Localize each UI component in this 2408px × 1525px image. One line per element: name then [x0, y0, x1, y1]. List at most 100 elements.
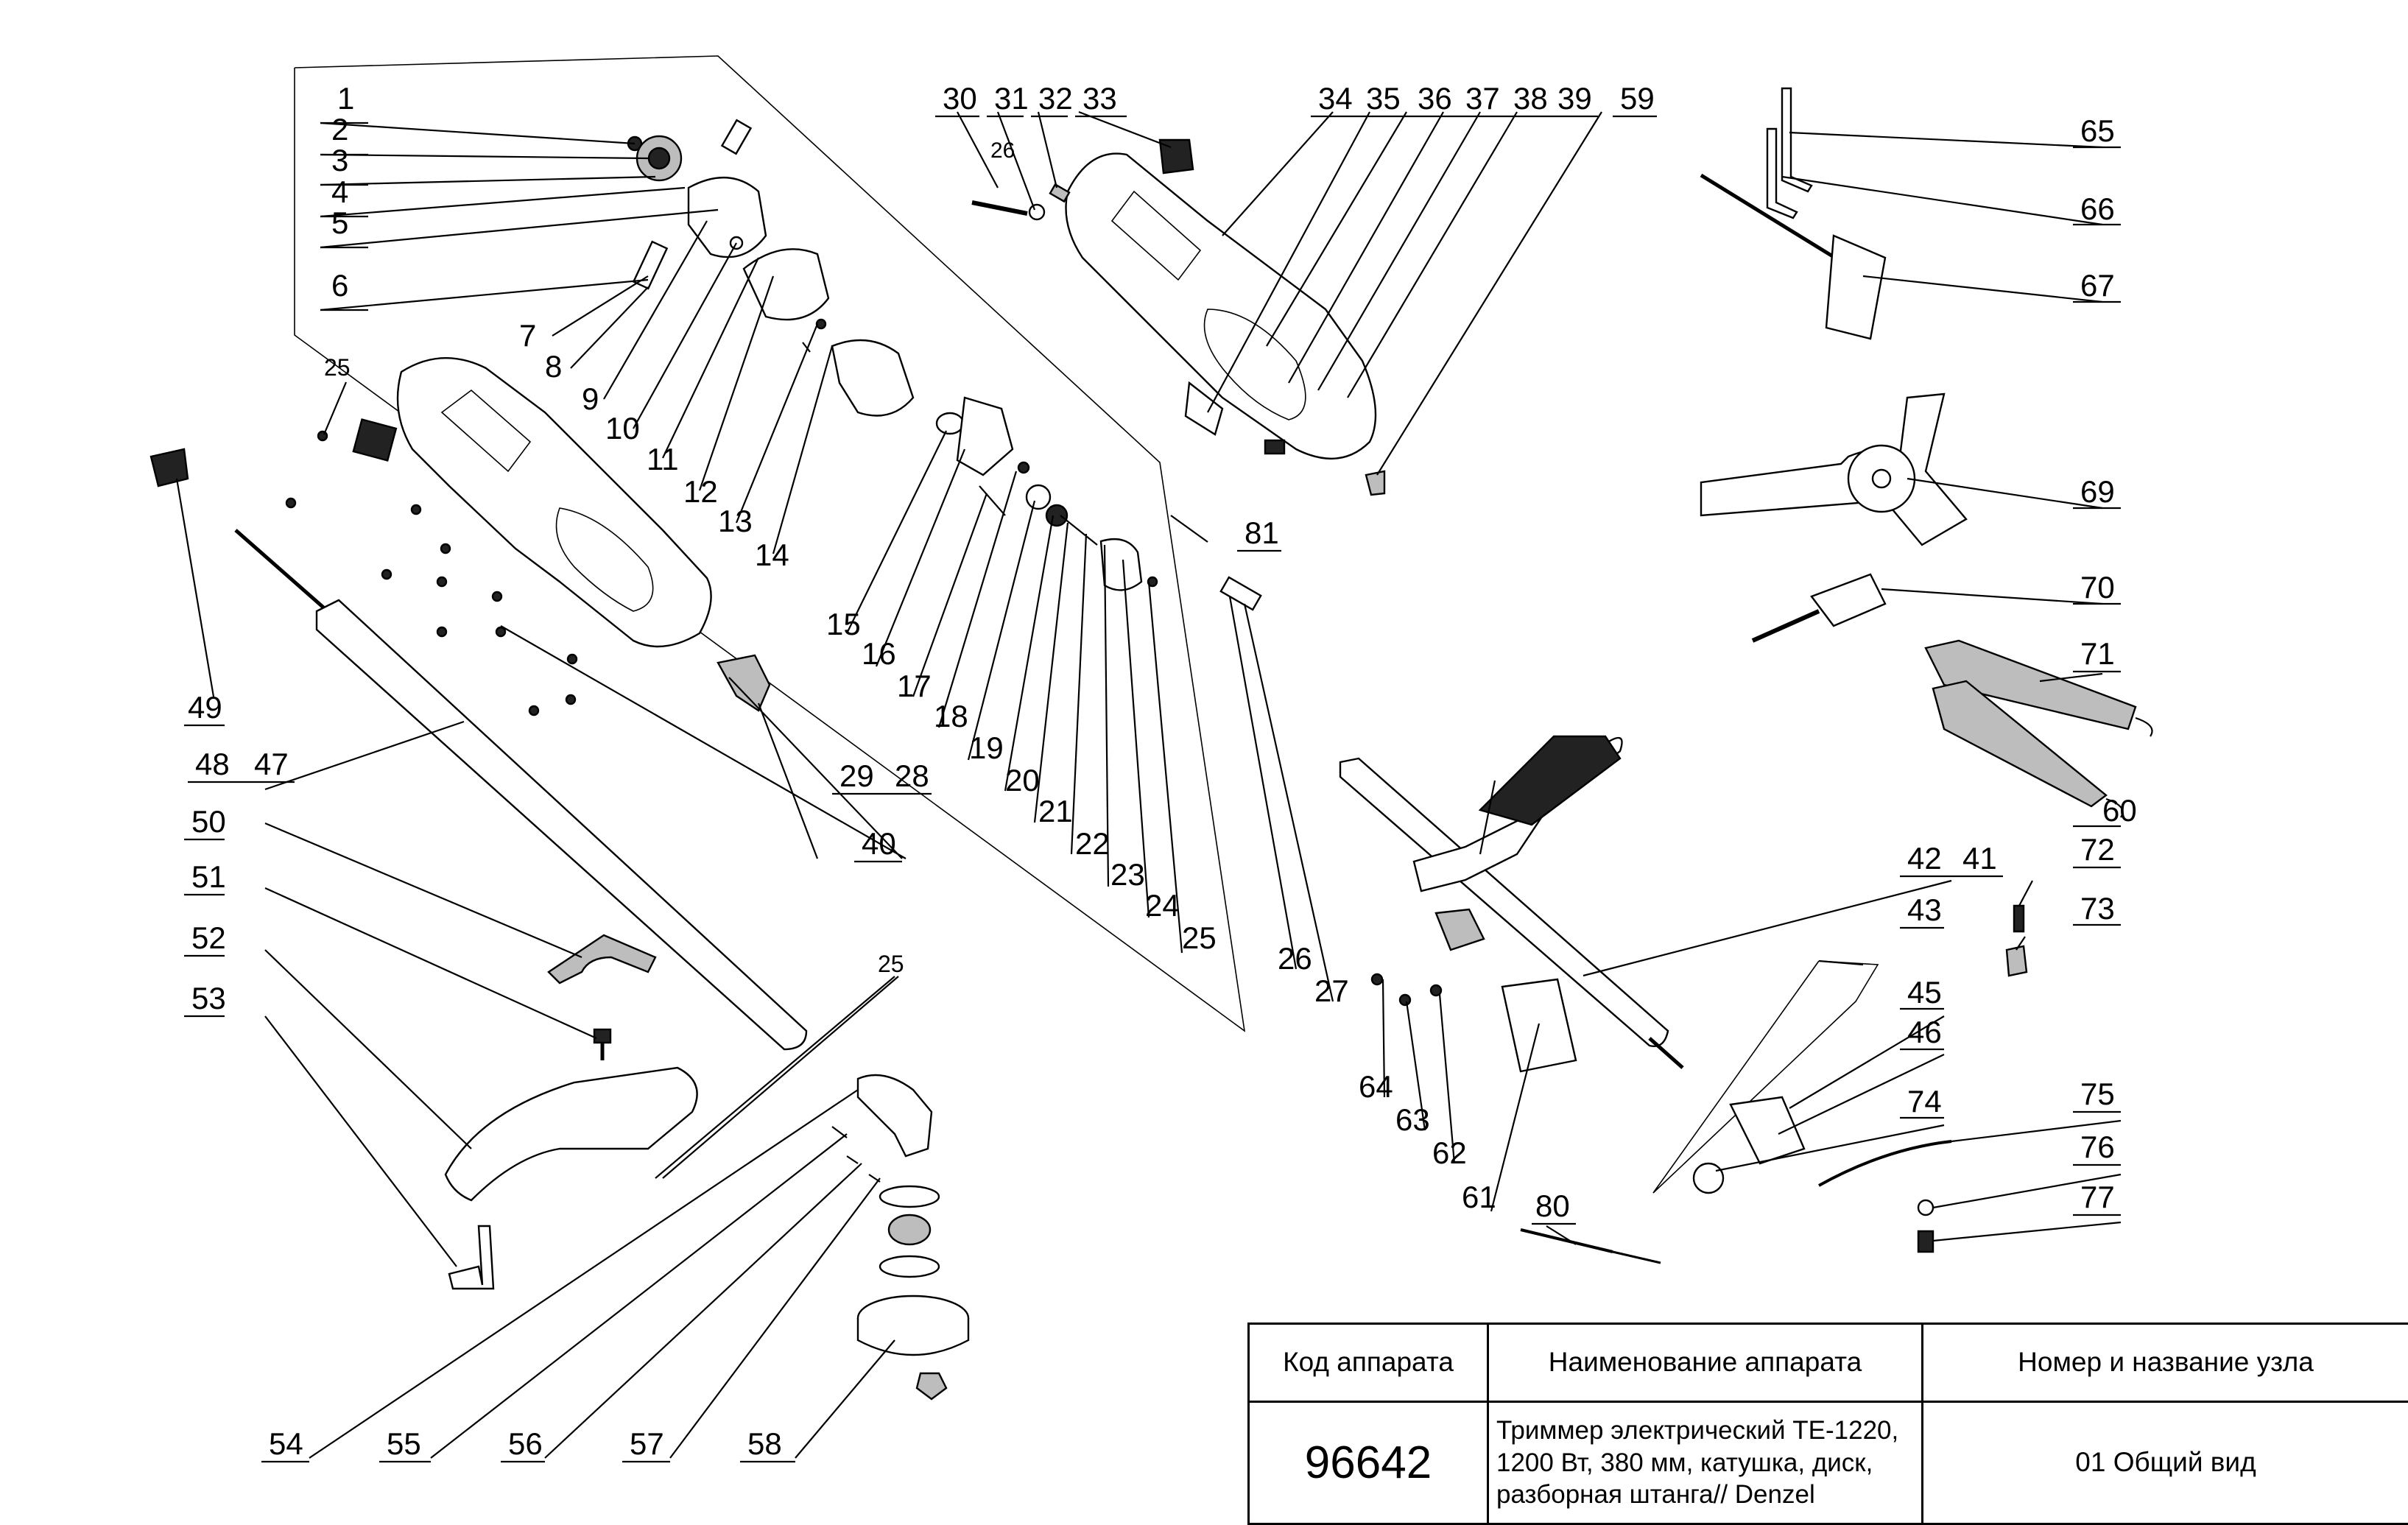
callout-23: 23: [1110, 857, 1145, 892]
callout-6: 6: [320, 268, 368, 310]
callout-46: 46: [1907, 1015, 1942, 1049]
callout-58: 58: [747, 1426, 782, 1461]
callout-52: 52: [191, 920, 226, 955]
power-plug-70: [1753, 574, 1885, 641]
callout-25: 25: [1182, 920, 1217, 955]
callout-37: 37: [1465, 81, 1500, 116]
svg-text:2: 2: [331, 112, 348, 147]
callout-39: 39: [1557, 81, 1592, 116]
end-cap-49: [151, 449, 188, 486]
callout-29: 29: [839, 758, 874, 793]
callout-77: 77: [2080, 1180, 2115, 1214]
screw-51: [594, 1029, 610, 1060]
cable-parts: [1819, 1141, 1951, 1252]
callout-76: 76: [2080, 1130, 2115, 1164]
node-value: 01 Общий вид: [1923, 1402, 2408, 1524]
callout-10: 10: [605, 411, 640, 445]
callout-69: 69: [2080, 474, 2115, 509]
guard-52: [446, 1068, 697, 1200]
callout-38: 38: [1513, 81, 1548, 116]
callout-7: 7: [519, 318, 536, 353]
callout-66: 66: [2080, 191, 2115, 226]
cable-80: [1521, 1230, 1661, 1263]
name-header: Наименование аппарата: [1488, 1324, 1923, 1402]
callout-63: 63: [1395, 1102, 1430, 1137]
code-header: Код аппарата: [1249, 1324, 1488, 1402]
callout-41: 41: [1962, 841, 1997, 876]
callout-40: 40: [862, 826, 896, 861]
callout-47: 47: [254, 747, 289, 781]
callout-49: 49: [188, 690, 222, 725]
callout-16: 16: [862, 636, 896, 671]
callout-59: 59: [1620, 81, 1655, 116]
callout-20: 20: [1005, 763, 1040, 797]
lower-shaft: [236, 530, 806, 1049]
callout-53: 53: [191, 981, 226, 1015]
callout-15: 15: [826, 607, 861, 641]
callout-27: 27: [1314, 973, 1349, 1008]
callout-43: 43: [1907, 892, 1942, 927]
callout-67: 67: [2080, 268, 2115, 303]
callout-62: 62: [1432, 1135, 1467, 1170]
tools: [1701, 88, 1885, 339]
code-value: 96642: [1249, 1402, 1488, 1524]
callout-35: 35: [1366, 81, 1401, 116]
strap-71: [1926, 641, 2152, 817]
callout-60: 60: [2102, 793, 2137, 828]
callout-22: 22: [1075, 826, 1110, 861]
callout-8: 8: [545, 349, 562, 384]
callout-11: 11: [647, 442, 679, 476]
svg-text:4: 4: [331, 175, 348, 209]
callout-34: 34: [1318, 81, 1353, 116]
callout-70: 70: [2080, 570, 2115, 605]
callout-14: 14: [755, 538, 789, 572]
svg-text:3: 3: [331, 143, 348, 177]
callout-54: 54: [269, 1426, 303, 1461]
callout-18: 18: [934, 699, 968, 733]
svg-text:1: 1: [337, 81, 354, 116]
callout-31: 31: [994, 81, 1029, 116]
callout-48: 48: [195, 747, 230, 781]
callout-45: 45: [1907, 975, 1942, 1010]
callout-32: 32: [1038, 81, 1073, 116]
bracket-53: [449, 1226, 493, 1289]
callout-55: 55: [387, 1426, 421, 1461]
housing-left-half: [353, 358, 711, 647]
callout-12: 12: [683, 474, 718, 509]
callout-73: 73: [2080, 891, 2115, 926]
callout-75: 75: [2080, 1077, 2115, 1111]
callout-57: 57: [630, 1426, 664, 1461]
springs: [2007, 906, 2027, 976]
svg-text:6: 6: [331, 268, 348, 303]
trimmer-head: [832, 1075, 968, 1399]
callout-65: 65: [2080, 113, 2115, 148]
callout-72: 72: [2080, 832, 2115, 867]
bracket-28-29: [718, 655, 770, 711]
callout-74: 74: [1907, 1084, 1942, 1119]
callout-71: 71: [2080, 636, 2115, 671]
callout-19: 19: [969, 730, 1004, 765]
callout-33: 33: [1082, 81, 1117, 116]
callout-17: 17: [897, 669, 932, 703]
callout-80: 80: [1535, 1188, 1570, 1223]
clamp-50: [549, 935, 655, 983]
callout-21: 21: [1038, 794, 1073, 828]
name-value: Триммер электрический TE-1220, 1200 Вт, …: [1488, 1402, 1923, 1524]
callout-26: 26: [1278, 941, 1312, 976]
housing-right-half: [972, 140, 1376, 459]
callout-9: 9: [582, 381, 599, 416]
callout-42: 42: [1907, 841, 1942, 876]
callout-26-small: 26: [990, 138, 1015, 163]
callout-61: 61: [1462, 1180, 1496, 1214]
part-59: [1366, 471, 1384, 495]
callout-5: 5: [320, 205, 368, 247]
blade-69: [1701, 394, 1966, 545]
callout-28: 28: [895, 758, 929, 793]
callout-24: 24: [1145, 888, 1180, 923]
callout-30: 30: [943, 81, 977, 116]
svg-text:5: 5: [331, 205, 348, 240]
node-header: Номер и название узла: [1923, 1324, 2408, 1402]
callout-36: 36: [1418, 81, 1452, 116]
callout-64: 64: [1359, 1069, 1393, 1104]
